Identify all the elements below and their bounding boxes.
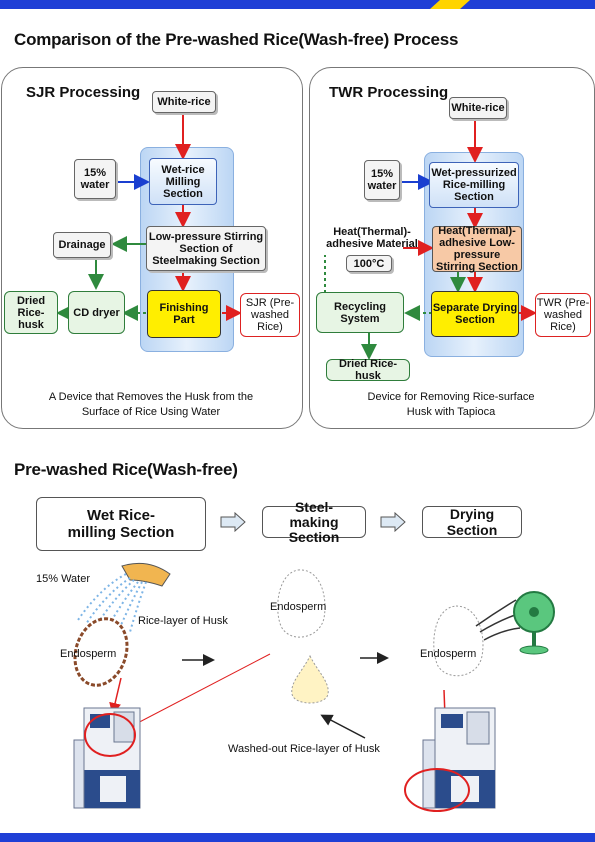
endosperm-grain-icon xyxy=(277,569,326,638)
milling-machine-highlight xyxy=(84,713,136,757)
endosperm-label-3: Endosperm xyxy=(420,648,477,660)
twr-temp-box: 100°C xyxy=(346,255,392,272)
dried-grain-icon xyxy=(433,605,484,677)
husk-layer-label: Rice-layer of Husk xyxy=(138,615,228,627)
washed-out-label: Washed-out Rice-layer of Husk xyxy=(228,743,380,755)
twr-white-rice-box: White-rice xyxy=(449,97,507,119)
twr-heat-material-label: Heat(Thermal)-adhesive Material xyxy=(326,226,418,250)
sjr-milling-box: Wet-rice Milling Section xyxy=(149,158,217,205)
step-steel-making: Steel-making Section xyxy=(262,499,366,544)
top-bar xyxy=(0,0,595,9)
step-wet-milling: Wet Rice-milling Section xyxy=(36,497,206,551)
sjr-cd-dryer-box: CD dryer xyxy=(68,291,125,334)
washed-husk-drop-icon xyxy=(291,654,329,704)
twr-caption-2: Husk with Tapioca xyxy=(406,406,496,418)
step-arrow-2 xyxy=(380,512,406,532)
step-arrow-1 xyxy=(220,512,246,532)
twr-stirring-box: Heat(Thermal)-adhesive Low-pressure Stir… xyxy=(432,225,522,273)
twr-caption-1: Device for Removing Rice-surface xyxy=(367,391,535,403)
sjr-finishing-box: Finishing Part xyxy=(147,290,221,338)
fan-icon xyxy=(513,591,555,655)
twr-milling-box: Wet-pressurized Rice-milling Section xyxy=(429,162,519,208)
twr-dried-husk-box: Dried Rice-husk xyxy=(326,358,410,382)
twr-output-box: TWR (Pre-washed Rice) xyxy=(535,293,591,337)
sjr-title: SJR Processing xyxy=(26,84,141,101)
bottom-bar xyxy=(0,833,595,842)
water-label: 15% Water xyxy=(36,573,91,585)
sjr-caption-2: Surface of Rice Using Water xyxy=(81,406,221,418)
sjr-dried-husk-box: Dried Rice-husk xyxy=(4,291,58,334)
sjr-output-box: SJR (Pre-washed Rice) xyxy=(240,293,300,337)
twr-title: TWR Processing xyxy=(329,84,449,101)
section2-title: Pre-washed Rice(Wash-free) xyxy=(14,460,238,479)
sjr-stirring-box: Low-pressure Stirring Section of Steelma… xyxy=(146,226,266,271)
drying-machine-highlight xyxy=(404,768,470,812)
twr-separate-drying-box: Separate Drying Section xyxy=(431,291,519,337)
sjr-white-rice-box: White-rice xyxy=(152,91,216,113)
step-drying: Drying Section xyxy=(422,506,522,538)
sjr-water-box: 15% water xyxy=(74,159,116,199)
endosperm-label-1: Endosperm xyxy=(60,648,117,660)
endosperm-label-2: Endosperm xyxy=(270,601,327,613)
sjr-drainage-box: Drainage xyxy=(53,232,111,258)
sjr-caption-1: A Device that Removes the Husk from the xyxy=(48,391,254,403)
page-title: Comparison of the Pre-washed Rice(Wash-f… xyxy=(14,30,459,49)
twr-recycling-box: Recycling System xyxy=(316,292,404,333)
twr-water-box: 15% water xyxy=(364,160,400,200)
husk-rice-grain-icon xyxy=(73,617,129,687)
